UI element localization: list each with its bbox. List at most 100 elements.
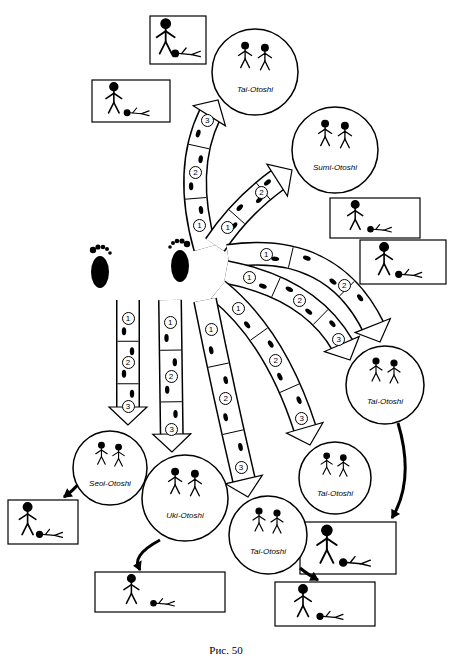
step-mark xyxy=(237,443,243,452)
picture-box xyxy=(8,500,78,544)
step-number: 3 xyxy=(122,400,135,413)
judoka-figure xyxy=(370,358,382,381)
flow-arrow xyxy=(300,568,318,580)
step-divider xyxy=(160,350,181,351)
step-number: 3 xyxy=(332,333,345,346)
step-mark xyxy=(130,347,134,355)
footstep-arrow xyxy=(153,300,191,452)
footprint-start xyxy=(168,238,190,282)
technique-name: Sumi-Otoshi xyxy=(312,163,358,173)
circle-outline xyxy=(228,495,308,575)
arrow-head xyxy=(193,100,225,126)
technique-circle: Seoi-Otoshi xyxy=(72,430,148,506)
judoka-figure xyxy=(106,83,122,113)
step-mark xyxy=(296,396,303,405)
step-divider xyxy=(288,247,293,267)
judoka-figure xyxy=(157,19,175,54)
circle-outline xyxy=(298,441,372,515)
step-divider xyxy=(313,309,328,324)
step-divider xyxy=(208,363,229,367)
thrown-figure xyxy=(396,269,422,277)
footstep-arrow xyxy=(109,300,147,425)
judoka-figure xyxy=(124,575,139,604)
judoka-figure xyxy=(317,525,337,562)
judoka-figure xyxy=(321,453,332,474)
flow-arrow-head xyxy=(64,490,72,497)
technique-name: Tai-Otoshi xyxy=(249,547,287,557)
judoka-figure xyxy=(96,442,107,464)
picture-box xyxy=(360,240,446,284)
judoka-figure xyxy=(239,42,252,67)
technique-circle: Tai-Otoshi xyxy=(211,28,299,116)
technique-circle: Tai-Otoshi xyxy=(345,345,425,425)
step-mark xyxy=(243,320,251,329)
figure-caption: Рис. 50 xyxy=(209,644,242,656)
technique-name: Uki-Otoshi xyxy=(165,511,204,521)
technique-name: Tai-Otoshi xyxy=(316,489,354,499)
step-mark xyxy=(198,206,203,215)
step-divider xyxy=(161,401,182,402)
step-mark xyxy=(263,178,272,186)
thrown-figure xyxy=(368,225,392,232)
judoka-figure xyxy=(271,510,283,533)
circle-outline xyxy=(345,345,425,425)
step-number: 1 xyxy=(243,271,256,284)
flow-arrow-head xyxy=(134,561,141,570)
picture-box xyxy=(92,80,170,122)
technique-circle: Tai-Otoshi xyxy=(298,441,372,515)
thrown-figure xyxy=(172,48,200,57)
step-divider xyxy=(280,384,299,393)
step-divider xyxy=(189,144,210,149)
judoka-figure xyxy=(388,360,400,383)
picture-box xyxy=(95,572,225,612)
step-mark xyxy=(258,283,267,290)
step-mark xyxy=(276,372,283,381)
technique-circle: Sumi-Otoshi xyxy=(291,106,379,194)
step-mark xyxy=(304,307,313,315)
thrown-figure xyxy=(151,599,175,606)
judoka-figure xyxy=(19,503,35,535)
step-number: 2 xyxy=(269,354,282,367)
flow-arrow-head xyxy=(310,573,318,580)
judoka-figure xyxy=(113,444,124,466)
step-mark xyxy=(329,277,338,285)
step-mark xyxy=(189,182,194,190)
arrow-head xyxy=(286,423,323,445)
arrow-head xyxy=(267,164,292,196)
step-mark xyxy=(195,129,202,138)
step-mark xyxy=(285,285,294,293)
circle-outline xyxy=(291,106,379,194)
step-mark xyxy=(122,370,126,378)
judoka-figure xyxy=(188,471,201,496)
judoka-figure xyxy=(169,468,182,493)
footprint-start xyxy=(90,244,112,288)
step-divider xyxy=(185,198,206,200)
technique-circle: Uki-Otoshi xyxy=(141,454,229,542)
thrown-figure xyxy=(317,611,343,619)
arrow-head xyxy=(355,319,390,342)
technique-name: Tai-Otoshi xyxy=(366,397,404,407)
step-divider xyxy=(223,430,243,435)
judoka-figure xyxy=(376,243,393,275)
judoka-figure xyxy=(338,455,349,476)
step-divider xyxy=(118,383,139,384)
step-divider xyxy=(272,278,281,297)
step-mark xyxy=(130,390,134,398)
step-mark xyxy=(302,255,311,262)
thrown-figure xyxy=(37,529,63,537)
technique-name: Tai-Otoshi xyxy=(236,85,274,95)
step-mark xyxy=(122,327,126,335)
technique-circle: Tai-Otoshi xyxy=(228,495,308,575)
judoka-figure xyxy=(338,123,351,148)
step-mark xyxy=(223,376,229,385)
step-number: 1 xyxy=(260,248,273,261)
flow-arrow-head xyxy=(392,510,399,518)
judoka-figure xyxy=(319,120,332,145)
flow-arrow xyxy=(134,540,160,570)
step-divider xyxy=(251,328,268,340)
step-number: 1 xyxy=(205,323,218,336)
step-number: 3 xyxy=(165,423,178,436)
arrow-head xyxy=(225,475,262,497)
circle-outline xyxy=(141,454,229,542)
